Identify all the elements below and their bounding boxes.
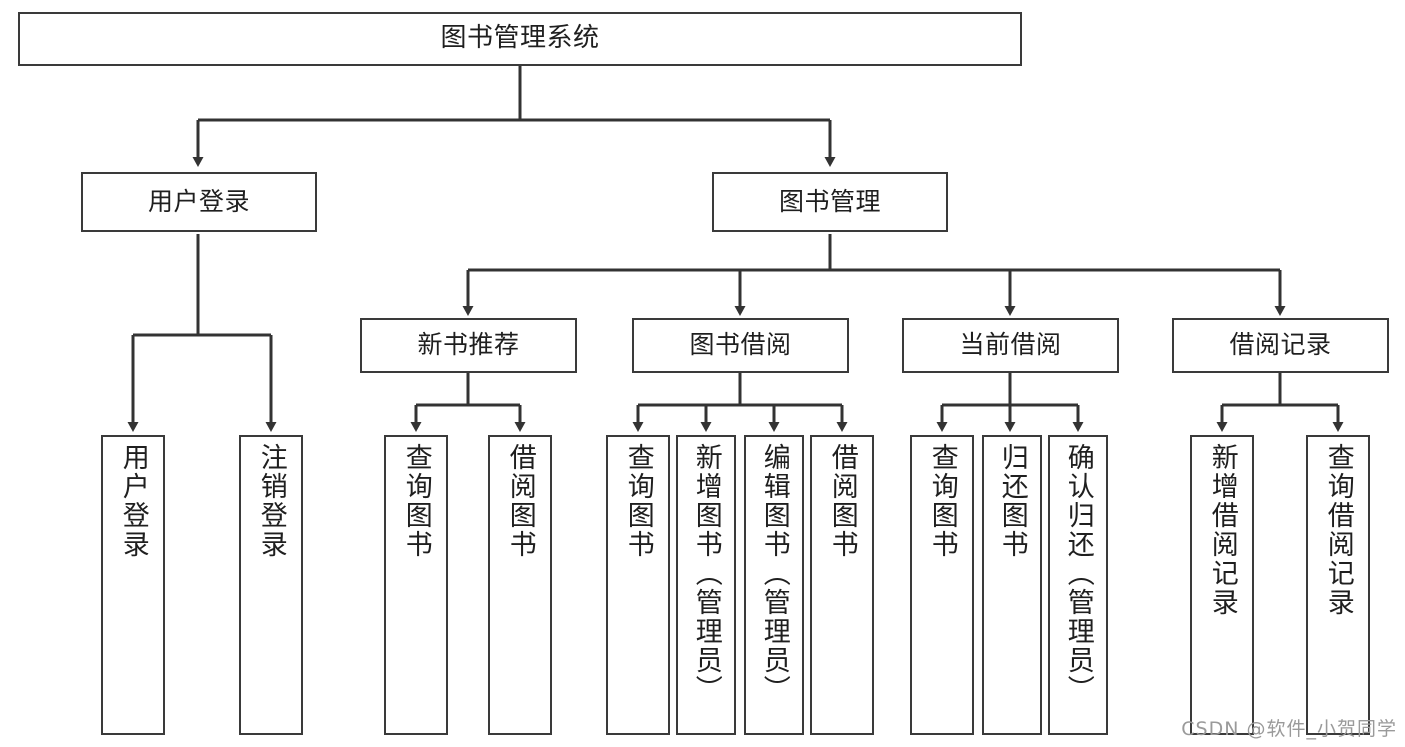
- node-label: 图书借阅: [689, 330, 792, 360]
- node-label: 注销登录: [255, 443, 287, 559]
- node-label: 借阅图书: [504, 443, 536, 559]
- leaf-borrow-book-borrow[interactable]: 借阅图书: [810, 435, 874, 735]
- node-new-book-recommend[interactable]: 新书推荐: [360, 318, 577, 373]
- node-book-management[interactable]: 图书管理: [712, 172, 948, 232]
- leaf-confirm-return-admin[interactable]: 确认归还（管理员）: [1048, 435, 1108, 735]
- node-label: 编辑图书（管理员）: [758, 443, 790, 704]
- watermark-text: CSDN @软件_小贺同学: [1181, 718, 1397, 740]
- node-label: 查询图书: [622, 443, 654, 559]
- leaf-query-book-current[interactable]: 查询图书: [910, 435, 974, 735]
- node-label: 图书管理系统: [440, 23, 600, 54]
- node-root-system[interactable]: 图书管理系统: [18, 12, 1022, 66]
- node-user-login[interactable]: 用户登录: [81, 172, 317, 232]
- leaf-add-borrow-record[interactable]: 新增借阅记录: [1190, 435, 1254, 735]
- node-label: 归还图书: [996, 443, 1028, 559]
- leaf-edit-book-admin[interactable]: 编辑图书（管理员）: [744, 435, 804, 735]
- node-label: 借阅图书: [826, 443, 858, 559]
- node-label: 用户登录: [117, 443, 149, 559]
- node-label: 用户登录: [147, 186, 250, 216]
- leaf-logout-login[interactable]: 注销登录: [239, 435, 303, 735]
- leaf-query-book-borrow[interactable]: 查询图书: [606, 435, 670, 735]
- leaf-query-borrow-record[interactable]: 查询借阅记录: [1306, 435, 1370, 735]
- leaf-borrow-book-recommend[interactable]: 借阅图书: [488, 435, 552, 735]
- node-label: 查询图书: [400, 443, 432, 559]
- node-current-borrow[interactable]: 当前借阅: [902, 318, 1119, 373]
- node-label: 查询图书: [926, 443, 958, 559]
- node-label: 确认归还（管理员）: [1062, 443, 1094, 704]
- node-label: 新书推荐: [417, 330, 520, 360]
- node-label: 借阅记录: [1229, 330, 1332, 360]
- node-label: 查询借阅记录: [1322, 443, 1354, 617]
- leaf-user-login[interactable]: 用户登录: [101, 435, 165, 735]
- node-label: 新增借阅记录: [1206, 443, 1238, 617]
- node-label: 新增图书（管理员）: [690, 443, 722, 704]
- leaf-add-book-admin[interactable]: 新增图书（管理员）: [676, 435, 736, 735]
- node-borrow-record[interactable]: 借阅记录: [1172, 318, 1389, 373]
- leaf-return-book[interactable]: 归还图书: [982, 435, 1042, 735]
- node-label: 当前借阅: [959, 330, 1062, 360]
- leaf-query-book-recommend[interactable]: 查询图书: [384, 435, 448, 735]
- node-label: 图书管理: [778, 186, 881, 216]
- node-book-borrow[interactable]: 图书借阅: [632, 318, 849, 373]
